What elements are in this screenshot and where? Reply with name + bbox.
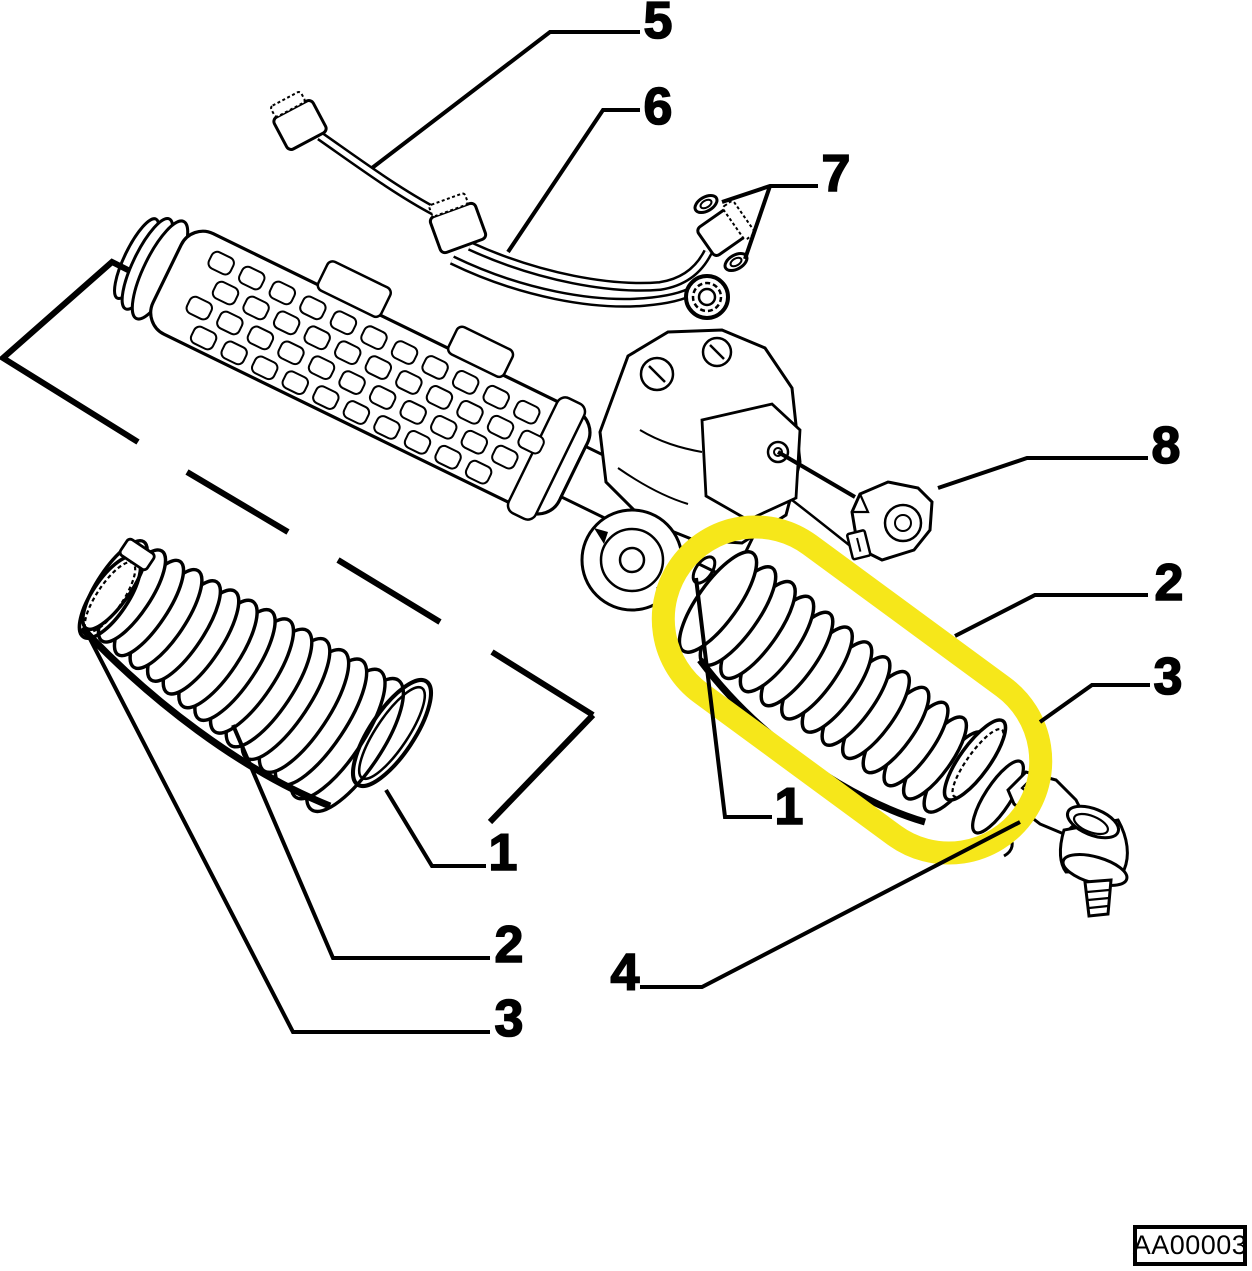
leader-7b	[743, 185, 772, 260]
pipe-union-a	[270, 91, 328, 151]
left-outer-clamp-ring	[351, 677, 433, 789]
leader-1-left	[384, 788, 486, 868]
leader-4	[640, 820, 1021, 989]
left-boot-kit	[77, 537, 433, 814]
leader-3-left	[86, 634, 490, 1034]
callout-5[interactable]: 5	[643, 0, 674, 51]
leader-2-left	[231, 724, 490, 960]
steering-rack-assembly	[113, 217, 859, 612]
callout-2-left[interactable]: 2	[494, 915, 525, 975]
leader-2-right	[954, 593, 1148, 638]
pipe-union-b	[428, 192, 488, 255]
pipe-union-c	[696, 200, 756, 257]
callout-3-right[interactable]: 3	[1153, 647, 1184, 707]
callout-6[interactable]: 6	[643, 77, 674, 137]
leader-1-right	[694, 577, 772, 819]
callout-1-left[interactable]: 1	[488, 823, 519, 883]
callout-1-right[interactable]: 1	[774, 777, 805, 837]
drawing-code-box: AA00003	[1133, 1225, 1248, 1266]
hydraulic-pipes	[270, 91, 756, 320]
leader-6	[506, 108, 640, 254]
banjo-eye	[684, 274, 730, 320]
right-boot-ribs	[677, 550, 988, 814]
pinion-housing	[580, 328, 859, 612]
callout-2-right[interactable]: 2	[1154, 553, 1185, 613]
drawing-code: AA00003	[1133, 1230, 1248, 1260]
leader-5	[370, 30, 640, 170]
steering-sensor	[846, 480, 934, 562]
right-boot-kit	[677, 550, 1129, 918]
callout-4[interactable]: 4	[610, 943, 641, 1003]
highlight-marker-ring[interactable]	[627, 490, 1078, 889]
callout-8[interactable]: 8	[1151, 416, 1182, 476]
callout-3-left[interactable]: 3	[494, 989, 525, 1049]
leader-lines	[0, 30, 1150, 1034]
leader-8	[937, 456, 1148, 490]
callout-labels: 5 6 7 8 2 3 1 4 1 2 3	[488, 0, 1185, 1049]
assembly-bracket-leader	[0, 258, 596, 825]
leader-8-port	[776, 450, 857, 499]
leader-3-right	[1038, 683, 1150, 724]
seal-washer-upper	[693, 193, 719, 215]
callout-7[interactable]: 7	[821, 144, 852, 204]
